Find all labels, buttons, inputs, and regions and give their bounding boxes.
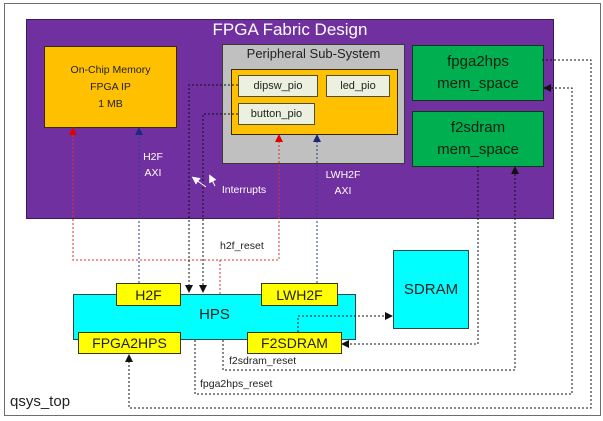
h2f-reset-wire [69,127,221,294]
on-chip-memory-block: On-Chip Memory FPGA IP 1 MB [44,46,177,128]
h2f-reset-wire-periph [220,134,283,261]
h2f-axi-label: H2F AXI [138,149,168,181]
hps-port-lwh2f: LWH2F [261,283,338,306]
hps-port-f2sdram: F2SDRAM [247,332,342,354]
hps-sdram-wire [297,312,393,332]
fpga2hps-wire [125,59,592,409]
fpga2hps-reset-label: fpga2hps_reset [200,378,273,390]
interrupt-wire-dipsw [185,84,238,293]
interrupts-pointer-1 [191,176,207,188]
h2f-axi-label-line-1: H2F [143,151,163,163]
fpga2hps-mem-space-block: fpga2hps mem_space [412,45,544,101]
hps-label: HPS [199,306,230,323]
lwh2f-axi-label: LWH2F AXI [318,167,368,199]
hps-port-fpga2hps: FPGA2HPS [78,332,181,354]
f2sdram-mem-line-1: f2sdram [450,119,506,136]
lwh2f-axi-label-line-1: LWH2F [325,169,361,181]
fpga2hps-mem-line-2: mem_space [437,75,519,92]
qsys-top-label: qsys_top [10,393,71,410]
dipsw-pio-block: dipsw_pio [238,75,318,97]
f2sdram-mem-line-2: mem_space [437,141,519,158]
hps-port-h2f: H2F [116,283,181,306]
interrupts-label: Interrupts [221,184,267,196]
f2sdram-wire [341,166,479,348]
qsys-top-container [4,3,601,416]
ocm-line-2: FPGA IP [90,80,131,93]
f2sdram-mem-space-block: f2sdram mem_space [412,111,544,167]
peripheral-subsystem-title: Peripheral Sub-System [246,46,381,61]
sdram-block: SDRAM [393,250,469,329]
ocm-line-1: On-Chip Memory [70,63,151,76]
f2sdram-reset-label: f2sdram_reset [229,355,297,367]
fpga-fabric-title: FPGA Fabric Design [212,20,368,39]
ocm-line-3: 1 MB [98,97,123,110]
h2f-axi-label-line-2: AXI [144,167,162,179]
fpga2hps-mem-line-1: fpga2hps [447,53,509,70]
interrupts-pointer-2 [209,174,217,187]
fpga2hps-reset-wire [194,84,573,395]
lwh2f-axi-label-line-2: AXI [334,185,352,197]
led-pio-block: led_pio [326,75,390,97]
h2f-reset-label: h2f_reset [220,240,264,252]
interrupt-wire-button [199,113,238,293]
f2sdram-reset-wire [222,166,519,371]
button-pio-block: button_pio [238,103,315,125]
